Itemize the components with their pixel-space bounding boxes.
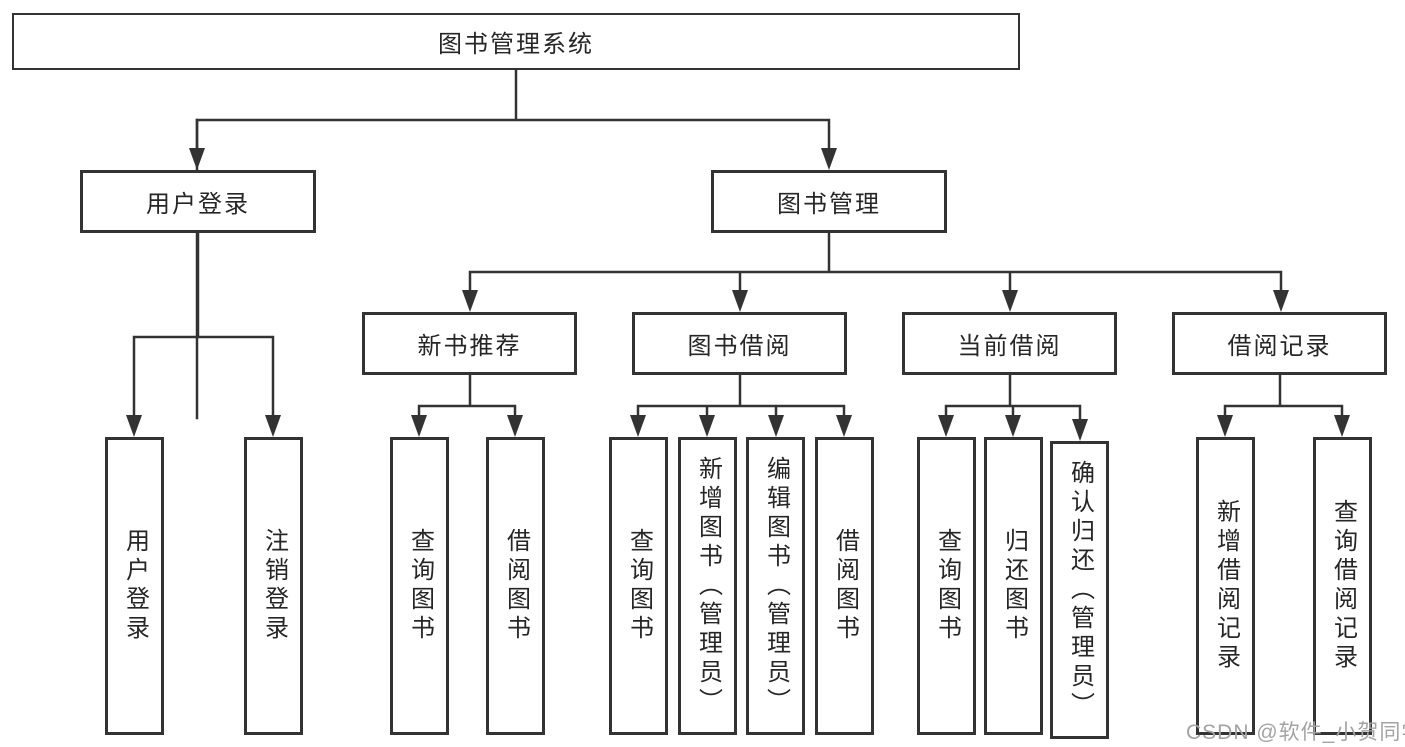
node-user-login: 用户登录 — [80, 170, 316, 233]
node-leaf-confirm-return-admin: 确认归还（管理员） — [1050, 441, 1109, 739]
arrow-down-icon — [1072, 419, 1088, 441]
node-leaf-edit-books-admin: 编辑图书（管理员） — [746, 437, 805, 735]
arrow-down-icon — [1217, 415, 1233, 437]
node-leaf-query-books-3-label: 查询图书 — [933, 528, 961, 644]
node-leaf-logout: 注销登录 — [244, 437, 303, 735]
node-leaf-borrow-books-1-label: 借阅图书 — [502, 528, 530, 644]
arrow-down-icon — [732, 290, 748, 312]
connector-current-borrow — [944, 373, 1082, 425]
node-current-borrow-label: 当前借阅 — [957, 333, 1062, 360]
arrow-down-icon — [462, 290, 478, 312]
node-leaf-confirm-return-admin-label: 确认归还（管理员） — [1066, 459, 1094, 721]
node-borrow-records-label: 借阅记录 — [1227, 333, 1332, 360]
node-leaf-query-books-2: 查询图书 — [609, 437, 668, 735]
arrow-down-icon — [411, 415, 427, 437]
arrow-down-icon — [265, 415, 281, 437]
arrow-down-icon — [1273, 290, 1289, 312]
arrow-down-icon — [1002, 290, 1018, 312]
node-new-book-recommend: 新书推荐 — [362, 312, 577, 375]
arrow-down-icon — [1005, 415, 1021, 437]
connector-root — [195, 68, 831, 420]
connector-path — [132, 68, 1344, 425]
node-leaf-logout-label: 注销登录 — [260, 528, 288, 644]
node-leaf-add-borrow-record: 新增借阅记录 — [1196, 437, 1255, 735]
node-leaf-user-login-label: 用户登录 — [121, 528, 149, 644]
node-leaf-user-login: 用户登录 — [105, 437, 164, 735]
node-user-login-label: 用户登录 — [146, 191, 250, 218]
node-leaf-edit-books-admin-label: 编辑图书（管理员） — [762, 455, 790, 717]
node-book-management-label: 图书管理 — [777, 191, 881, 218]
node-leaf-return-books-label: 归还图书 — [1000, 528, 1028, 644]
connector-user-login — [132, 231, 275, 421]
node-current-borrow: 当前借阅 — [902, 312, 1117, 375]
node-leaf-borrow-books-1: 借阅图书 — [486, 437, 545, 735]
node-leaf-borrow-books-2-label: 借阅图书 — [831, 528, 859, 644]
node-leaf-return-books: 归还图书 — [984, 437, 1043, 735]
node-book-borrow-label: 图书借阅 — [687, 333, 792, 360]
arrow-down-icon — [126, 415, 142, 437]
connector-book-borrow — [636, 373, 846, 421]
arrow-down-icon — [1334, 415, 1350, 437]
node-leaf-query-books-1: 查询图书 — [390, 437, 449, 735]
arrow-down-icon — [699, 415, 715, 437]
node-leaf-query-books-3: 查询图书 — [917, 437, 976, 735]
node-root: 图书管理系统 — [12, 13, 1020, 70]
node-leaf-add-books-admin-label: 新增图书（管理员） — [694, 455, 722, 717]
node-leaf-borrow-books-2: 借阅图书 — [815, 437, 874, 735]
connector-book-mgmt — [468, 231, 1283, 296]
arrow-down-icon — [821, 148, 837, 170]
arrow-down-icon — [507, 415, 523, 437]
node-borrow-records: 借阅记录 — [1172, 312, 1387, 375]
arrow-down-icon — [768, 415, 784, 437]
watermark: CSDN @软件_小贺同学 — [1186, 721, 1405, 744]
node-new-book-recommend-label: 新书推荐 — [417, 333, 522, 360]
arrow-down-icon — [630, 415, 646, 437]
arrow-down-icon — [189, 148, 205, 170]
node-book-borrow: 图书借阅 — [632, 312, 847, 375]
node-leaf-query-borrow-record-label: 查询借阅记录 — [1329, 499, 1357, 673]
node-leaf-query-books-1-label: 查询图书 — [406, 528, 434, 644]
node-root-label: 图书管理系统 — [438, 31, 594, 58]
node-book-management: 图书管理 — [711, 170, 947, 233]
connector-new-books — [417, 373, 517, 421]
node-leaf-query-borrow-record: 查询借阅记录 — [1313, 437, 1372, 735]
arrow-down-icon — [836, 415, 852, 437]
node-leaf-query-books-2-label: 查询图书 — [625, 528, 653, 644]
node-leaf-add-borrow-record-label: 新增借阅记录 — [1212, 499, 1240, 673]
connector-borrow-records — [1223, 373, 1344, 421]
arrow-down-icon — [938, 415, 954, 437]
node-leaf-add-books-admin: 新增图书（管理员） — [678, 437, 737, 735]
